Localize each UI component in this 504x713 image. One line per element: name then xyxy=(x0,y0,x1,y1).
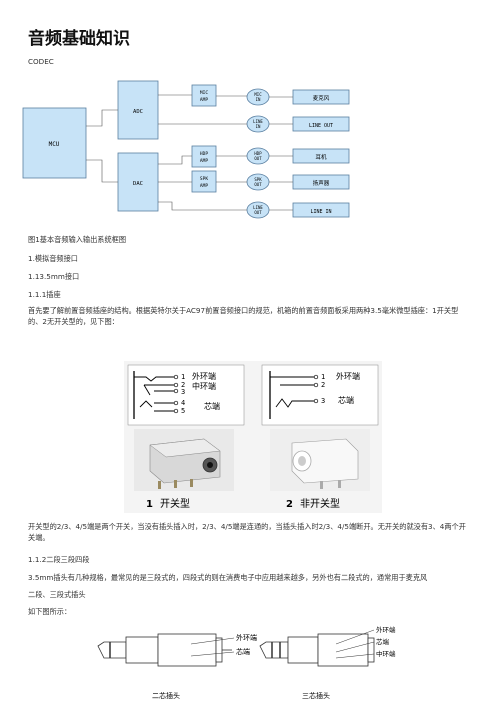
page-title: 音频基础知识 xyxy=(28,29,130,49)
line-in-jack-label-2: IN xyxy=(256,124,261,129)
pin-r1: 1 xyxy=(321,373,325,381)
heading-analog-interface: 1.模拟音频接口 xyxy=(28,254,78,263)
pin-5: 5 xyxy=(181,407,185,415)
mcu-block xyxy=(22,107,87,179)
device-earphone-label: 耳机 xyxy=(315,153,327,161)
dac-block xyxy=(117,152,159,212)
line-out-jack-label-1: LINE xyxy=(253,205,263,210)
two-core-caption: 二芯插头 xyxy=(152,691,180,700)
switch-socket-photo xyxy=(134,429,234,491)
three-core-tip: 芯端 xyxy=(376,637,390,646)
mic-in-label-2: IN xyxy=(256,97,261,102)
three-core-middle-ring: 中环端 xyxy=(376,649,396,658)
caption-non-switch-num: 2 xyxy=(286,499,293,510)
system-block-diagram: MCU ADC DAC MIC AMP HDP AMP SPK AMP MIC … xyxy=(22,80,350,219)
pin-r3: 3 xyxy=(321,397,325,405)
device-line-out-label: LINE OUT xyxy=(309,123,333,129)
section-codec: CODEC xyxy=(28,57,54,66)
three-core-caption: 三芯插头 xyxy=(302,691,330,700)
line-in-jack-label-1: LINE xyxy=(253,119,263,124)
hdp-amp-block xyxy=(191,145,217,168)
mic-amp-block xyxy=(191,84,217,107)
dac-label: DAC xyxy=(133,181,143,187)
label-tip-right: 芯端 xyxy=(338,395,354,405)
three-core-outer-ring: 外环端 xyxy=(376,625,396,634)
device-mic-label: 麦克风 xyxy=(313,94,330,102)
non-switch-socket-photo xyxy=(270,429,370,491)
spk-amp-label-1: SPK xyxy=(200,176,208,182)
hdp-out-label-1: HDP xyxy=(254,151,262,156)
paragraph-plug-types-2: 二段、三段式插头 xyxy=(28,590,86,599)
hdp-amp-label-1: HDP xyxy=(200,151,208,157)
paragraph-socket-structure: 首先要了解前置音频插座的结构。根据英特尔关于AC97前置音频接口的规范，机箱的前… xyxy=(28,306,459,326)
caption-non-switch: 非开关型 xyxy=(300,497,340,510)
heading-socket: 1.1.1插座 xyxy=(28,290,61,299)
pin-r2: 2 xyxy=(321,381,325,389)
hdp-out-label-2: OUT xyxy=(254,156,262,161)
hdp-amp-label-2: AMP xyxy=(200,158,208,164)
mic-amp-label-1: MIC xyxy=(200,90,208,96)
two-core-plug xyxy=(97,633,235,667)
device-line-in-label: LINE IN xyxy=(310,209,331,215)
pin-2: 2 xyxy=(181,381,185,389)
pin-3: 3 xyxy=(181,388,185,396)
paragraph-plug-types: 3.5mm插头有几种规格，最常见的是三段式的，四段式的则在消费电子中应用越来越多… xyxy=(28,573,428,582)
mcu-label: MCU xyxy=(49,141,60,148)
figure1-caption: 图1基本音频输入输出系统框图 xyxy=(28,235,127,244)
two-core-tip: 芯端 xyxy=(236,647,250,656)
label-outer-ring-left: 外环端 xyxy=(192,371,216,381)
paragraph-as-shown: 如下图所示： xyxy=(28,607,72,616)
two-core-outer-ring: 外环端 xyxy=(236,633,257,642)
pin-4: 4 xyxy=(181,399,185,407)
label-middle-ring: 中环端 xyxy=(192,381,216,391)
caption-switch-num: 1 xyxy=(146,499,153,510)
label-tip-left: 芯端 xyxy=(204,401,220,411)
adc-block xyxy=(117,80,159,140)
line-out-jack-label-2: OUT xyxy=(254,210,262,215)
spk-amp-label-2: AMP xyxy=(200,183,208,189)
spk-out-label-2: OUT xyxy=(254,182,262,187)
socket-figure: 1 2 3 4 5 外环端 中环端 芯端 1 2 3 外环端 芯端 xyxy=(124,361,382,513)
plug-figure: 外环端 芯端 二芯插头 外环端 芯端 中环端 三芯插头 xyxy=(97,625,396,700)
spk-out-label-1: SPK xyxy=(254,177,262,182)
heading-segments: 1.1.2二段三段四段 xyxy=(28,555,90,564)
pin-1: 1 xyxy=(181,373,185,381)
label-outer-ring-right: 外环端 xyxy=(336,371,360,381)
mic-in-label-1: MIC xyxy=(254,92,262,97)
mic-amp-label-2: AMP xyxy=(200,97,208,103)
heading-35mm: 1.13.5mm接口 xyxy=(28,272,80,281)
spk-amp-block xyxy=(191,170,217,193)
paragraph-switch-explain: 开关型的2/3、4/5端是两个开关，当没有插头插入时，2/3、4/5端是连通的，… xyxy=(28,522,466,542)
caption-switch: 开关型 xyxy=(160,497,190,510)
adc-label: ADC xyxy=(133,109,143,115)
device-speaker-label: 扬声器 xyxy=(313,179,330,187)
three-core-plug xyxy=(259,629,375,667)
